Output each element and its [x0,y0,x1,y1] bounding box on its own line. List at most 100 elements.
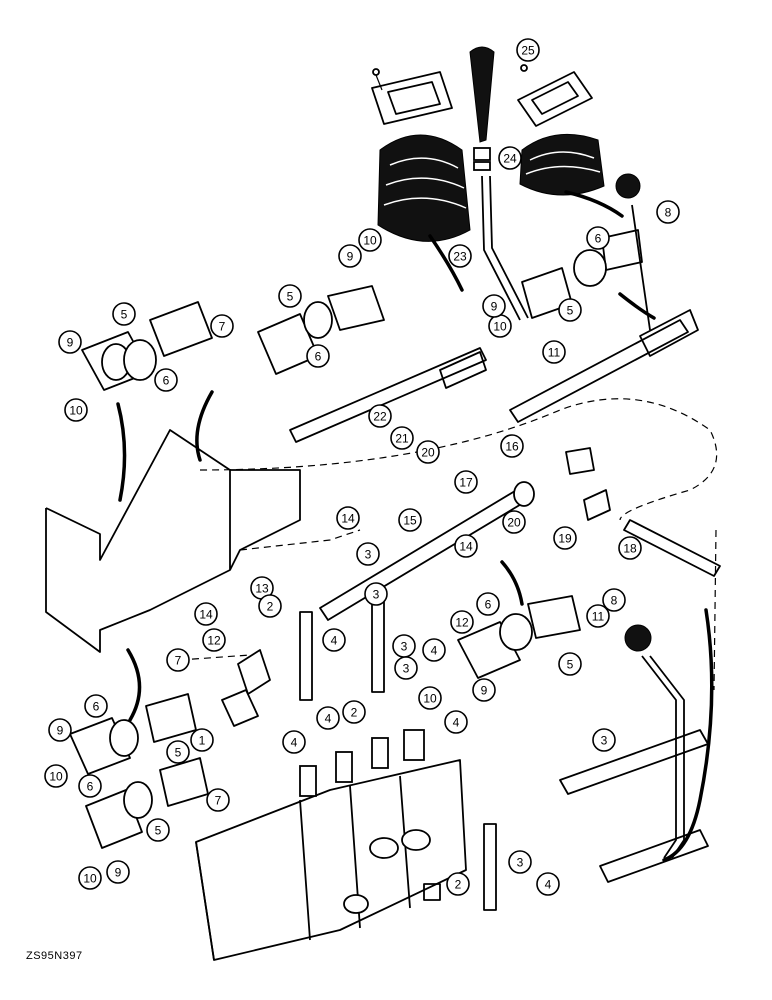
callout-20: 20 [416,440,440,464]
callout-label: 14 [199,608,213,622]
flange-left-upper [81,301,213,391]
callout-4: 4 [282,730,306,754]
callout-7: 7 [210,314,234,338]
callout-label: 2 [267,600,274,614]
callout-label: 5 [121,308,128,322]
callout-6: 6 [84,694,108,718]
callout-6: 6 [78,774,102,798]
callout-label: 3 [517,856,524,870]
callout-label: 17 [459,476,473,490]
middle-shaft [319,481,535,621]
figure-reference: ZS95N397 [26,950,83,962]
callout-11: 11 [586,604,610,628]
callout-label: 9 [67,336,74,350]
callout-label: 4 [431,644,438,658]
callout-14: 14 [336,506,360,530]
callout-5: 5 [558,298,582,322]
control-valve [195,729,467,961]
callout-label: 6 [595,232,602,246]
callout-label: 8 [665,206,672,220]
callout-5: 5 [112,302,136,326]
callout-5: 5 [558,652,582,676]
callout-24: 24 [498,146,522,170]
flow-arcs [116,190,714,862]
callout-label: 6 [485,598,492,612]
callout-12: 12 [202,628,226,652]
callout-label: 5 [175,746,182,760]
callout-4: 4 [316,706,340,730]
upper-left-shaft [289,347,487,443]
callout-label: 20 [421,446,435,460]
callout-9: 9 [106,860,130,884]
callout-label: 20 [507,516,521,530]
callout-9: 9 [48,718,72,742]
callout-label: 16 [505,440,519,454]
callout-9: 9 [482,294,506,318]
callout-label: 4 [453,716,460,730]
callout-label: 4 [331,634,338,648]
left-rubber-boot [377,134,471,242]
callout-9: 9 [472,678,496,702]
callout-label: 7 [219,320,226,334]
callout-label: 4 [291,736,298,750]
callout-6: 6 [586,226,610,250]
lever-rod [481,175,529,321]
callout-label: 25 [521,44,535,58]
callout-label: 24 [503,152,517,166]
lever-links [221,591,385,727]
callout-label: 13 [255,582,269,596]
callout-14: 14 [454,534,478,558]
right-rubber-boot [519,133,605,196]
callout-5: 5 [166,740,190,764]
callout-2: 2 [258,594,282,618]
callout-4: 4 [322,628,346,652]
callout-label: 15 [403,514,417,528]
callout-10: 10 [44,764,68,788]
callout-17: 17 [454,470,478,494]
callout-label: 7 [175,654,182,668]
callout-7: 7 [166,648,190,672]
callout-3: 3 [394,656,418,680]
callout-label: 6 [93,700,100,714]
callout-12: 12 [450,610,474,634]
callout-label: 9 [115,866,122,880]
callout-label: 10 [363,234,377,248]
callout-label: 8 [611,594,618,608]
callout-2: 2 [446,872,470,896]
callout-label: 14 [341,512,355,526]
callout-label: 10 [69,404,83,418]
callout-label: 10 [493,320,507,334]
callout-label: 21 [395,432,409,446]
callout-label: 6 [163,374,170,388]
callout-8: 8 [602,588,626,612]
callout-23: 23 [448,244,472,268]
callout-label: 9 [347,250,354,264]
callout-10: 10 [418,686,442,710]
callout-label: 6 [315,350,322,364]
callout-label: 9 [57,724,64,738]
mounting-bracket [45,429,301,653]
callout-2: 2 [342,700,366,724]
callout-label: 3 [373,588,380,602]
callout-5: 5 [146,818,170,842]
callout-label: 7 [215,794,222,808]
right-gasket-plate [517,64,593,127]
handle-grip [469,46,495,171]
callout-3: 3 [392,634,416,658]
right-lower-shaft [565,447,721,577]
callout-label: 5 [567,304,574,318]
callout-3: 3 [356,542,380,566]
callout-5: 5 [278,284,302,308]
callout-4: 4 [444,710,468,734]
assembly-paths [179,398,718,691]
callout-9: 9 [338,244,362,268]
callout-10: 10 [358,228,382,252]
callout-label: 11 [548,346,561,360]
callout-label: 22 [373,410,387,424]
callout-20: 20 [502,510,526,534]
callout-label: 3 [403,662,410,676]
callout-label: 5 [287,290,294,304]
left-gasket-plate [371,68,453,125]
callout-4: 4 [536,872,560,896]
